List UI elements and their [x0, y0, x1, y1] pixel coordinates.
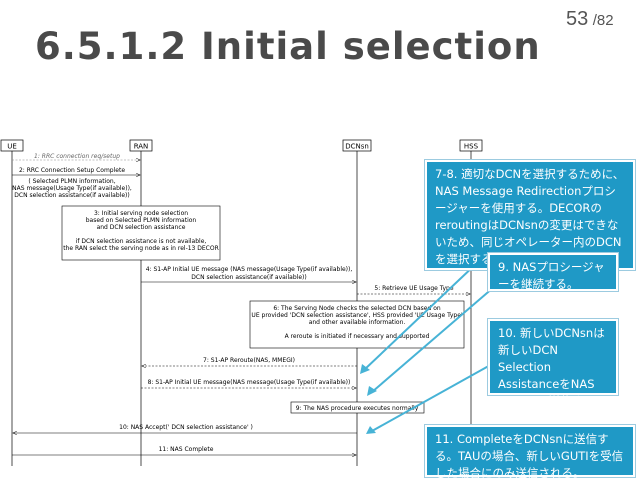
note-3-line-5: if DCN selection assistance is not avail… — [76, 238, 207, 245]
pointer-7-head — [360, 364, 370, 374]
note-3-line-1: 3: Initial serving node selection — [94, 210, 188, 217]
note-9-box — [290, 401, 425, 414]
msg-5-label: 5: Retrieve UE Usage Type — [374, 285, 453, 292]
pointer-10-arrow — [371, 362, 495, 432]
msg-1-label: 1: RRC connection req/setup — [34, 153, 120, 160]
ran-node — [129, 139, 153, 152]
callout-step-9: 9. NASプロシージャーを継続する。 — [488, 253, 618, 291]
note-3-line-3: and DCN selection assistance — [97, 224, 186, 231]
msg-4-line-1: 4: S1-AP Initial UE message (NAS message… — [146, 266, 353, 273]
page-current: 53 — [566, 8, 589, 30]
note-3-line-6: the RAN select the serving node as in re… — [63, 245, 219, 252]
callout-step-11: 11. CompleteをDCNsnに送信する。TAUの場合、新しいGUTIを受… — [425, 425, 635, 480]
note-9-label: 9: The NAS procedure executes normally — [296, 405, 419, 412]
pointer-10-head — [366, 426, 376, 434]
msg-11-label: 11: NAS Complete — [159, 446, 214, 453]
pointer-8-head — [367, 386, 377, 396]
slide-title: 6.5.1.2 Initial selection — [35, 25, 541, 68]
msg-7-label: 7: S1-AP Reroute(NAS, MMEGI) — [203, 357, 295, 364]
msg-4-line-2: DCN selection assistance(if available)) — [191, 274, 306, 281]
page-number: 53 /82 — [566, 8, 614, 31]
pointer-7-arrow — [363, 261, 479, 371]
note-3-box — [61, 205, 221, 261]
msg-2-line-2: ( Selected PLMN information, — [28, 178, 115, 185]
ue-node — [0, 139, 24, 152]
dcnsn-label: DCNsn — [345, 143, 369, 151]
callout-step-10: 10. 新しいDCNsnは新しいDCN Selection Assistance… — [488, 319, 618, 408]
callout-steps-7-8: 7-8. 適切なDCNを選択するために、NAS Message Redirect… — [425, 160, 635, 270]
page-total: /82 — [592, 12, 614, 29]
note-6-line-1: 6: The Serving Node checks the selected … — [273, 305, 441, 312]
note-6-line-2: UE provided 'DCN selection assistance', … — [251, 312, 462, 319]
note-6-line-5: A reroute is initiated if necessary and … — [285, 333, 430, 340]
note-6-line-3: and other available information. — [309, 319, 406, 326]
ran-label: RAN — [134, 143, 149, 151]
pointer-8-arrow — [371, 286, 495, 393]
ue-label: UE — [7, 143, 17, 151]
dcnsn-node — [342, 139, 372, 152]
hss-node — [459, 139, 483, 152]
hss-label: HSS — [464, 143, 479, 151]
msg-8-label: 8: S1-AP Initial UE message(NAS message(… — [148, 379, 351, 386]
msg-2-line-3: NAS message(Usage Type(if available)), — [12, 185, 132, 192]
msg-2-line-4: DCN selection assistance(if available)) — [14, 192, 129, 199]
note-3-line-2: based on Selected PLMN information — [86, 217, 197, 224]
msg-10-label: 10: NAS Accept(' DCN selection assistanc… — [119, 424, 253, 431]
msg-2-line-1: 2: RRC Connection Setup Complete — [19, 167, 125, 174]
